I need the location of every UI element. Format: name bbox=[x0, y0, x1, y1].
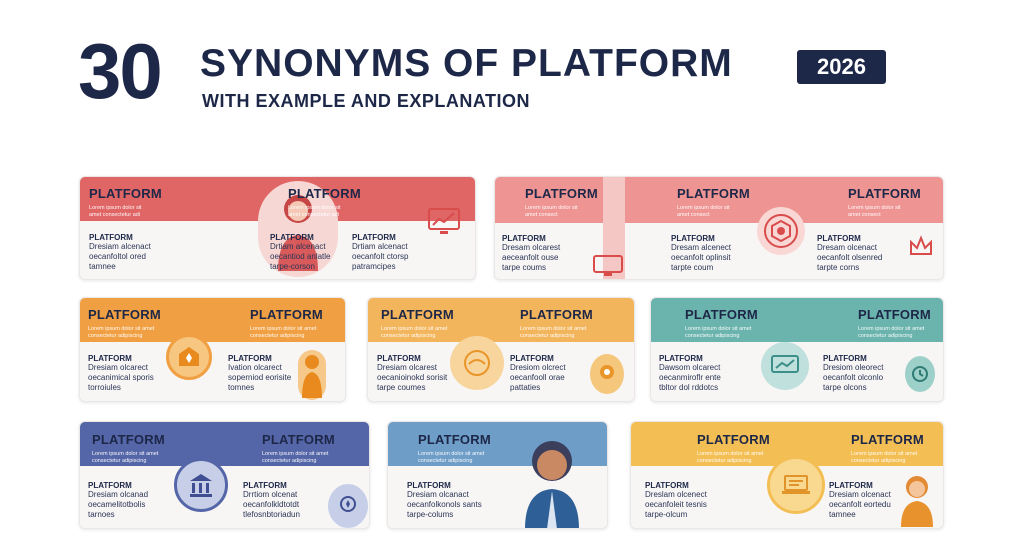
target-icon bbox=[757, 207, 805, 255]
person-icon bbox=[516, 430, 588, 528]
home-shield-icon bbox=[166, 334, 212, 380]
page-subtitle: WITH EXAMPLE AND EXPLANATION bbox=[202, 91, 530, 111]
page-title: SYNONYMS OF PLATFORM bbox=[200, 42, 733, 85]
synonym-card-4: PLATFORM Lorem ipsum dolor sit amet cons… bbox=[367, 297, 635, 402]
card-4-label-1: PLATFORM Lorem ipsum dolor sit amet cons… bbox=[381, 307, 454, 339]
card-8-block-2: PLATFORM Dresiam olcenact oecanfolt eort… bbox=[829, 481, 891, 519]
card-2-label-3: PLATFORM Lorem ipsum dolor sit amet cons… bbox=[848, 186, 921, 218]
card-8-label-1: PLATFORM Lorem ipsum dolor sit amet cons… bbox=[697, 432, 770, 464]
card-5-block-2: PLATFORM Dresiom oleorect oecanfolt olco… bbox=[823, 354, 884, 392]
monitor-chart-icon bbox=[761, 342, 809, 390]
building-icon bbox=[174, 458, 228, 512]
clock-pin-icon bbox=[905, 356, 935, 392]
card-6-block-1: PLATFORM Dresiam olcanad oecamelitotboli… bbox=[88, 481, 149, 519]
card-2-label-2: PLATFORM Lorem ipsum dolor sit amet cons… bbox=[677, 186, 750, 218]
synonym-card-6: PLATFORM Lorem ipsum dolor sit amet cons… bbox=[79, 421, 370, 529]
card-1-block-1: PLATFORM Dresiam alcenact oecanfoltol or… bbox=[89, 233, 151, 271]
card-6-label-1: PLATFORM Lorem ipsum dolor sit amet cons… bbox=[92, 432, 165, 464]
count-number: 30 bbox=[78, 27, 163, 115]
pin-icon bbox=[590, 354, 624, 394]
card-8-block-1: PLATFORM Dreslam olcenect oecanfoleit te… bbox=[645, 481, 707, 519]
person-icon bbox=[897, 470, 937, 528]
monitor-icon bbox=[591, 253, 625, 279]
card-4-block-1: PLATFORM Dresiam olcarest oecanioinokd s… bbox=[377, 354, 448, 392]
card-2-label-1: PLATFORM Lorem ipsum dolor sit amet cons… bbox=[525, 186, 598, 218]
card-5-label-1: PLATFORM Lorem ipsum dolor sit amet cons… bbox=[685, 307, 758, 339]
synonym-card-7: PLATFORM Lorem ipsum dolor sit amet cons… bbox=[387, 421, 608, 529]
handshake-icon bbox=[450, 336, 504, 390]
card-7-label-1: PLATFORM Lorem ipsum dolor sit amet cons… bbox=[418, 432, 491, 464]
card-5-block-1: PLATFORM Dawsom olcarect oecanmiroflr en… bbox=[659, 354, 721, 392]
card-8-label-2: PLATFORM Lorem ipsum dolor sit amet cons… bbox=[851, 432, 924, 464]
person-icon bbox=[298, 350, 326, 400]
synonym-card-1: PLATFORM Lorem ipsum dolor sit amet cons… bbox=[79, 176, 476, 280]
card-7-block-1: PLATFORM Dresiam olcanact oecanfolkonols… bbox=[407, 481, 482, 519]
card-2-block-2: PLATFORM Dresam alcenect oecanfolt oplin… bbox=[671, 234, 732, 272]
card-2-block-1: PLATFORM Dresam olcarest aeceanfolt ouse… bbox=[502, 234, 561, 272]
synonym-card-5: PLATFORM Lorem ipsum dolor sit amet cons… bbox=[650, 297, 944, 402]
card-1-block-3: PLATFORM Drtiam alcenact oecanfolt ctors… bbox=[352, 233, 409, 271]
crown-icon bbox=[907, 233, 935, 259]
badge-icon bbox=[328, 484, 368, 528]
card-3-block-2: PLATFORM Ivation olcarect soperniod eori… bbox=[228, 354, 292, 392]
card-5-label-2: PLATFORM Lorem ipsum dolor sit amet cons… bbox=[858, 307, 931, 339]
card-3-label-1: PLATFORM Lorem ipsum dolor sit amet cons… bbox=[88, 307, 161, 339]
card-3-block-1: PLATFORM Dresiam olcarect oecanimical sp… bbox=[88, 354, 154, 392]
card-6-label-2: PLATFORM Lorem ipsum dolor sit amet cons… bbox=[262, 432, 335, 464]
card-4-block-2: PLATFORM Dresiom olcrect oecanfooll orae… bbox=[510, 354, 566, 392]
card-1-block-2: PLATFORM Drtiam alcenact oecantiod anlat… bbox=[270, 233, 331, 271]
card-2-block-3: PLATFORM Dresam olcenact oecanfolt olsen… bbox=[817, 234, 883, 272]
card-6-block-2: PLATFORM Drrtiom olcenat oecanfolkldtotd… bbox=[243, 481, 300, 519]
laptop-icon bbox=[767, 456, 825, 514]
synonym-card-8: PLATFORM Lorem ipsum dolor sit amet cons… bbox=[630, 421, 944, 529]
card-1-label-2: PLATFORM Lorem ipsum dolor sit amet cons… bbox=[288, 186, 361, 218]
person-icon bbox=[258, 181, 338, 277]
year-badge: 2026 bbox=[797, 50, 886, 84]
card-4-label-2: PLATFORM Lorem ipsum dolor sit amet cons… bbox=[520, 307, 593, 339]
card-3-label-2: PLATFORM Lorem ipsum dolor sit amet cons… bbox=[250, 307, 323, 339]
synonym-card-3: PLATFORM Lorem ipsum dolor sit amet cons… bbox=[79, 297, 346, 402]
synonym-card-2: PLATFORM Lorem ipsum dolor sit amet cons… bbox=[494, 176, 944, 280]
card-1-label-1: PLATFORM Lorem ipsum dolor sit amet cons… bbox=[89, 186, 162, 218]
chart-monitor-icon bbox=[426, 207, 462, 237]
pillar-icon bbox=[603, 177, 625, 279]
